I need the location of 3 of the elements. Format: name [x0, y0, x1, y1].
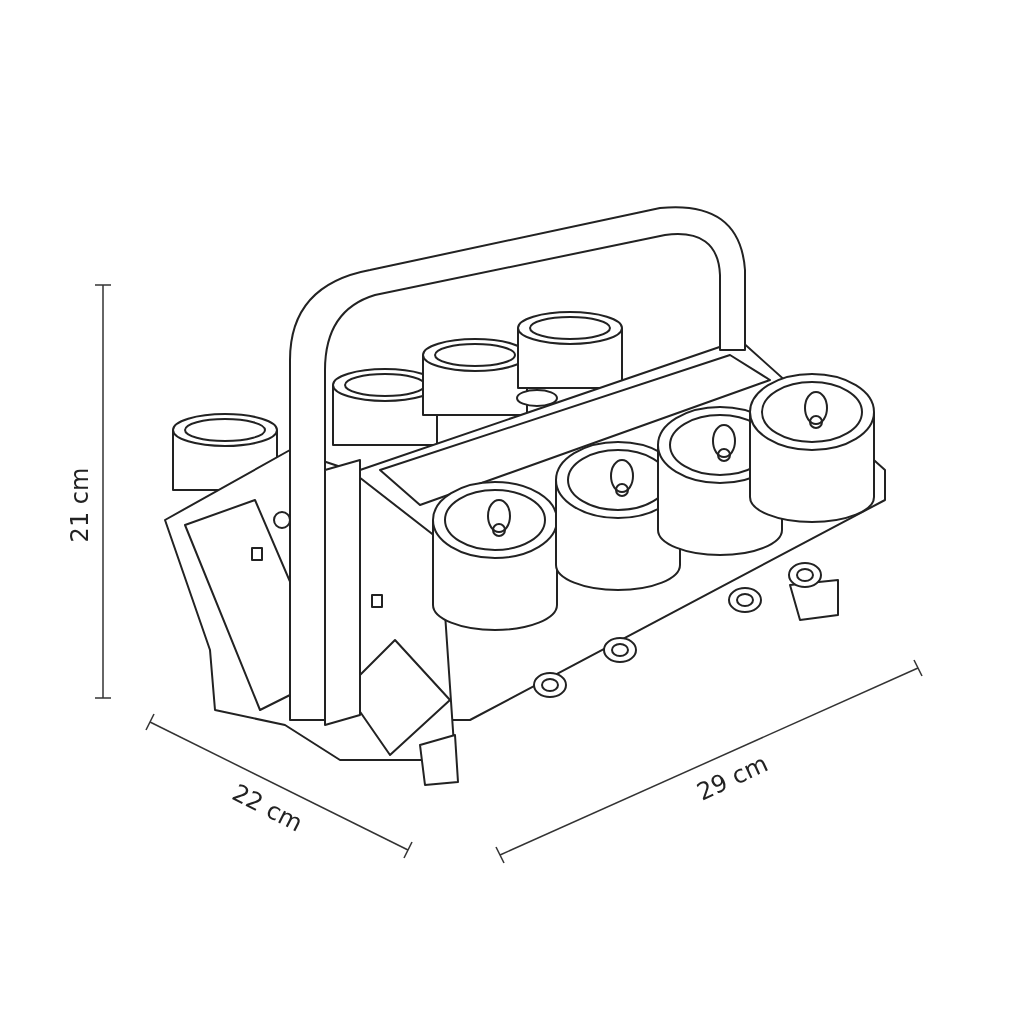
- dimension-label: 29 cm: [692, 751, 771, 805]
- dimension-label: 22 cm: [228, 780, 306, 836]
- dimension-label: 21 cm: [67, 467, 92, 543]
